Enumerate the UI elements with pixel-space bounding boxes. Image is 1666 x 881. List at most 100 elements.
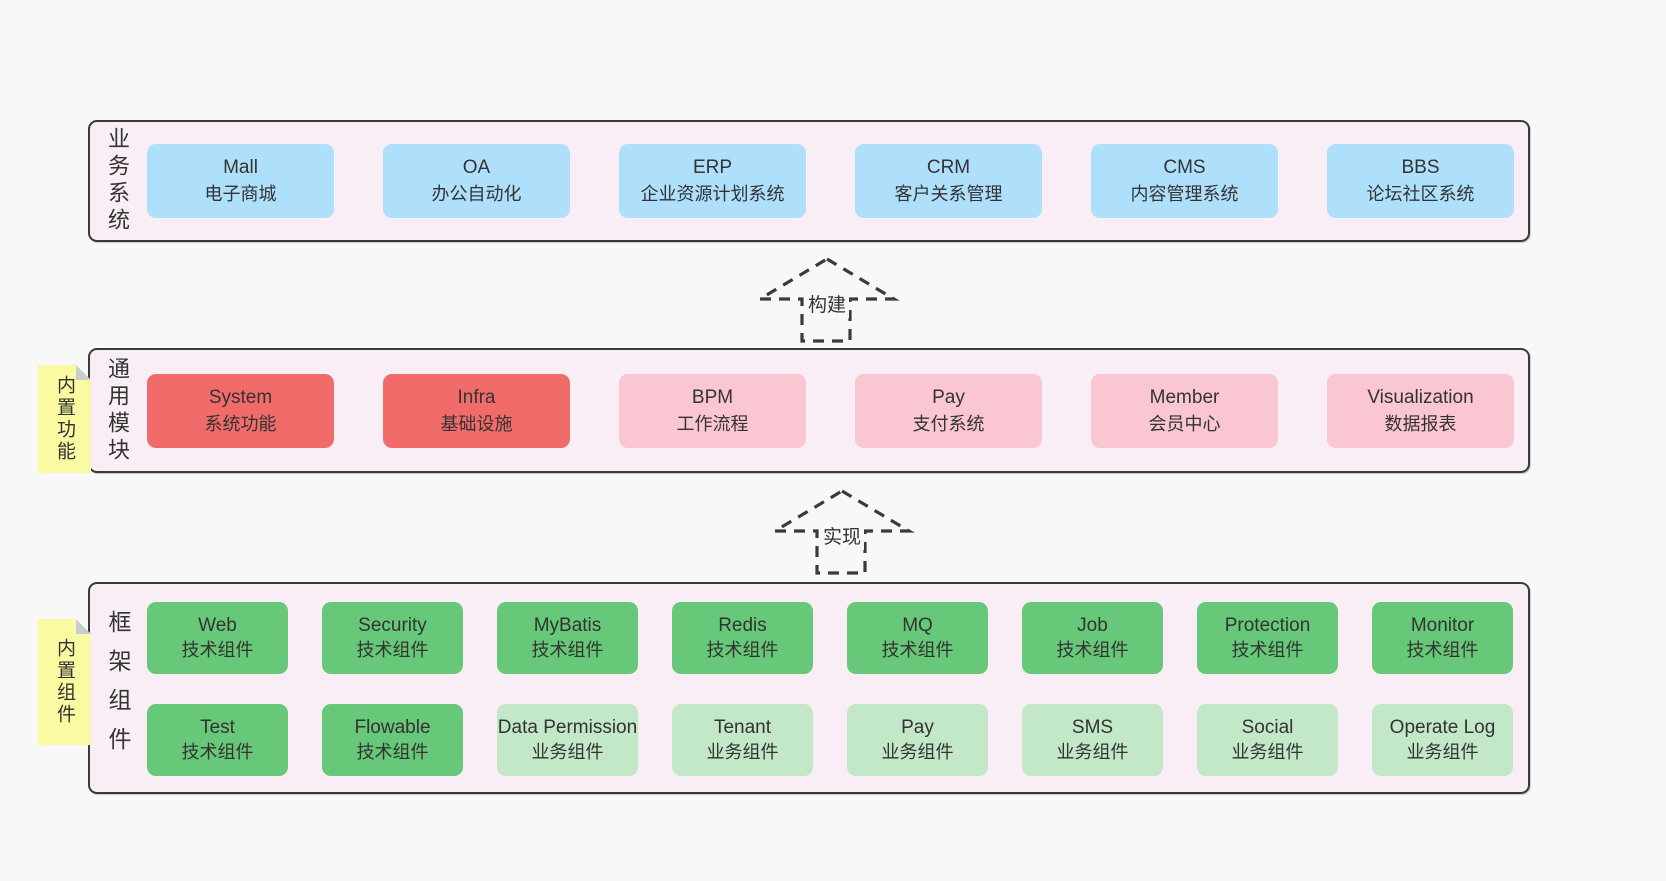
band-label-business-systems: 业务系统 [105, 127, 130, 235]
module-name: CRM [926, 156, 971, 178]
module-name: Test [200, 717, 235, 739]
module-description: 支付系统 [912, 413, 985, 434]
band-common-modules: 通用模块 System 系统功能 Infra 基础设施 BPM 工作流程 Pay 支付系统 Me… [88, 348, 1530, 473]
module-name: Social [1241, 717, 1294, 739]
module-box-erp: ERP 企业资源计划系统 [619, 144, 806, 218]
module-description: 技术组件 [356, 639, 429, 660]
module-description: 技术组件 [356, 741, 429, 762]
module-description: 技术组件 [706, 639, 779, 660]
module-name: Tenant [713, 717, 772, 739]
module-box-member: Member 会员中心 [1091, 374, 1278, 448]
module-name: Data Permission [497, 717, 638, 739]
module-description: 数据报表 [1384, 413, 1457, 434]
module-name: Flowable [354, 717, 431, 739]
module-description: 技术组件 [531, 639, 604, 660]
module-description: 业务组件 [881, 741, 954, 762]
module-name: SMS [1071, 717, 1114, 739]
module-name: ERP [692, 156, 733, 178]
sticky-note-built-in-features: 内置功能 [38, 365, 91, 473]
module-name: Pay [901, 717, 934, 739]
band-common-modules-row: System 系统功能 Infra 基础设施 BPM 工作流程 Pay 支付系统 Member 会… [147, 374, 1514, 448]
module-box-crm: CRM 客户关系管理 [855, 144, 1042, 218]
module-description: 技术组件 [1406, 639, 1479, 660]
band-label-common-modules: 通用模块 [105, 356, 130, 465]
module-box-infra: Infra 基础设施 [383, 374, 570, 448]
arrow-implement: 实现 [757, 488, 927, 576]
module-description: 技术组件 [1056, 639, 1129, 660]
module-description: 业务组件 [1056, 741, 1129, 762]
module-description: 业务组件 [531, 741, 604, 762]
module-name: Visualization [1367, 386, 1474, 408]
arrow-implement-label: 实现 [819, 521, 865, 550]
arrow-up-dashed-icon [769, 489, 915, 575]
module-description: 工作流程 [676, 413, 749, 434]
module-description: 技术组件 [881, 639, 954, 660]
module-description: 系统功能 [204, 413, 277, 434]
module-description: 业务组件 [706, 741, 779, 762]
sticky-note-built-in-features-label: 内置功能 [54, 375, 75, 463]
module-name: Security [358, 615, 427, 637]
band-label-framework-components: 框架组件 [105, 610, 131, 766]
module-description: 内容管理系统 [1130, 183, 1239, 204]
module-description: 办公自动化 [431, 183, 522, 204]
module-name: Protection [1224, 615, 1311, 637]
module-box-cms: CMS 内容管理系统 [1091, 144, 1278, 218]
sticky-note-built-in-components-label: 内置组件 [54, 638, 75, 726]
module-box-system: System 系统功能 [147, 374, 334, 448]
module-description: 会员中心 [1148, 413, 1221, 434]
module-description: 客户关系管理 [894, 183, 1003, 204]
module-description: 企业资源计划系统 [640, 183, 785, 204]
module-name: Member [1149, 386, 1220, 408]
module-box-oa: OA 办公自动化 [383, 144, 570, 218]
arrow-build-label: 构建 [804, 289, 850, 318]
module-description: 论坛社区系统 [1366, 183, 1475, 204]
module-description: 技术组件 [181, 741, 254, 762]
module-description: 电子商城 [204, 183, 277, 204]
module-name: Monitor [1410, 615, 1475, 637]
module-name: Infra [457, 386, 496, 408]
module-name: Redis [718, 615, 767, 637]
module-name: CMS [1163, 156, 1206, 178]
module-box-bbs: BBS 论坛社区系统 [1327, 144, 1514, 218]
module-description: 业务组件 [1406, 741, 1479, 762]
sticky-note-built-in-components: 内置组件 [38, 619, 91, 745]
module-name: BPM [691, 386, 734, 408]
module-name: OA [462, 156, 491, 178]
module-name: Pay [932, 386, 965, 408]
module-description: 技术组件 [1231, 639, 1304, 660]
module-box-pay: Pay 支付系统 [855, 374, 1042, 448]
arrow-build: 构建 [742, 256, 912, 344]
module-name: BBS [1401, 156, 1440, 178]
module-box-visualization: Visualization 数据报表 [1327, 374, 1514, 448]
module-description: 技术组件 [181, 639, 254, 660]
arrow-up-dashed-icon [754, 257, 900, 343]
module-name: MyBatis [533, 615, 602, 637]
module-name: Operate Log [1389, 717, 1496, 739]
module-name: System [208, 386, 273, 408]
module-box-bpm: BPM 工作流程 [619, 374, 806, 448]
module-name: Web [198, 615, 237, 637]
module-description: 基础设施 [440, 413, 513, 434]
module-name: MQ [902, 615, 933, 637]
